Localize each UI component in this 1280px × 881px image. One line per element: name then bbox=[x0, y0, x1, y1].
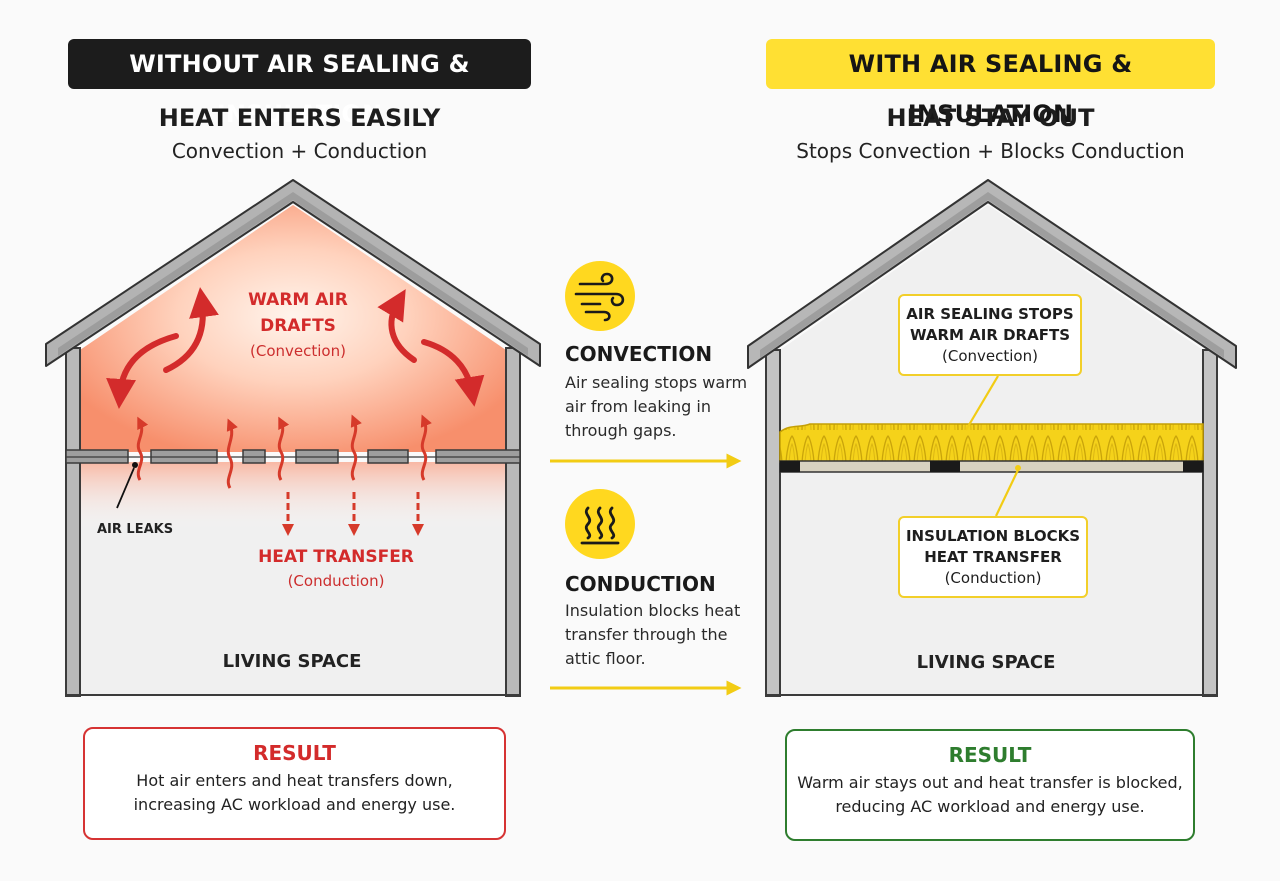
callout-title-line: WARM AIR DRAFTS bbox=[909, 326, 1071, 344]
warm-air-label-2: DRAFTS bbox=[260, 316, 336, 336]
air-leak-pointer bbox=[116, 467, 135, 509]
warm-air-label-1: WARM AIR bbox=[248, 290, 348, 310]
conduction-text: Insulation blocks heat transfer through … bbox=[565, 599, 755, 671]
leak-arrow bbox=[136, 416, 149, 481]
left-living-heat-glow bbox=[80, 462, 506, 532]
insulation-callout: INSULATION BLOCKS HEAT TRANSFER (Conduct… bbox=[898, 516, 1088, 598]
conduction-text-line: Insulation blocks heat bbox=[565, 601, 741, 620]
heat-waves-icon bbox=[565, 489, 635, 559]
leak-arrow bbox=[226, 418, 238, 489]
without-banner: WITHOUT AIR SEALING & INSULATION bbox=[68, 39, 531, 128]
conduction-text-line: attic floor. bbox=[565, 649, 646, 668]
left-attic-heat bbox=[80, 205, 506, 452]
conduction-text-line: transfer through the bbox=[565, 625, 728, 644]
callout-title-line: HEAT TRANSFER bbox=[924, 548, 1062, 566]
convection-text: Air sealing stops warm air from leaking … bbox=[565, 371, 755, 443]
left-house: WARM AIR DRAFTS (Convection) AIR LEAKS H… bbox=[45, 179, 541, 697]
callout-bottom-leader bbox=[995, 469, 1019, 517]
leak-arrow bbox=[420, 414, 432, 481]
right-wall-right bbox=[1202, 349, 1218, 697]
result-box-without: RESULT Hot air enters and heat transfers… bbox=[83, 727, 506, 840]
callout-top-leader bbox=[965, 375, 999, 431]
heat-transfer-label: HEAT TRANSFER bbox=[258, 547, 414, 567]
right-living-space-label: LIVING SPACE bbox=[917, 652, 1056, 673]
air-sealing-callout: AIR SEALING STOPS WARM AIR DRAFTS (Conve… bbox=[898, 294, 1082, 376]
left-wall-left bbox=[65, 347, 81, 697]
result-text-line: reducing AC workload and energy use. bbox=[835, 797, 1145, 816]
convection-text-line: Air sealing stops warm bbox=[565, 373, 748, 392]
right-heading: HEAT STAY OUT bbox=[886, 104, 1095, 132]
result-title: RESULT bbox=[253, 741, 336, 765]
warm-air-arrow bbox=[377, 289, 417, 363]
convection-text-line: through gaps. bbox=[565, 421, 677, 440]
left-subheading: Convection + Conduction bbox=[171, 139, 428, 163]
warm-air-sub: (Convection) bbox=[250, 342, 346, 360]
heat-transfer-sub: (Conduction) bbox=[288, 572, 385, 590]
leak-arrow bbox=[277, 416, 290, 481]
result-box-with: RESULT Warm air stays out and heat trans… bbox=[785, 729, 1195, 841]
right-attic-floor bbox=[779, 460, 1204, 473]
left-heading: HEAT ENTERS EASILY bbox=[158, 104, 441, 132]
air-leaks-label: AIR LEAKS bbox=[97, 522, 173, 537]
callout-title-line: INSULATION BLOCKS bbox=[905, 527, 1081, 545]
insulation-layer bbox=[779, 423, 1204, 463]
right-roof bbox=[747, 179, 1237, 369]
callout-sub: (Conduction) bbox=[944, 569, 1042, 587]
right-subheading: Stops Convection + Blocks Conduction bbox=[796, 139, 1185, 163]
warm-air-arrow bbox=[421, 339, 485, 407]
warm-air-arrow bbox=[163, 287, 219, 373]
right-wall-left bbox=[765, 349, 781, 697]
callout-sub: (Convection) bbox=[942, 347, 1038, 365]
result-text-line: Warm air stays out and heat transfer is … bbox=[797, 773, 1183, 792]
convection-text-line: air from leaking in bbox=[565, 397, 712, 416]
warm-air-arrow bbox=[106, 333, 179, 409]
conduction-title: CONDUCTION bbox=[565, 572, 716, 596]
left-roof bbox=[45, 179, 541, 367]
wind-icon bbox=[565, 261, 635, 331]
with-banner: WITH AIR SEALING & INSULATION bbox=[766, 39, 1215, 128]
result-text-line: Hot air enters and heat transfers down, bbox=[136, 771, 453, 790]
leak-arrow bbox=[350, 414, 362, 481]
result-text-line: increasing AC workload and energy use. bbox=[133, 795, 456, 814]
right-house: LIVING SPACE bbox=[747, 179, 1237, 697]
callout-title-line: AIR SEALING STOPS bbox=[906, 305, 1074, 323]
left-wall-right bbox=[505, 347, 521, 697]
result-title: RESULT bbox=[948, 743, 1032, 767]
convection-title: CONVECTION bbox=[565, 342, 713, 366]
left-living-space-label: LIVING SPACE bbox=[223, 651, 362, 672]
